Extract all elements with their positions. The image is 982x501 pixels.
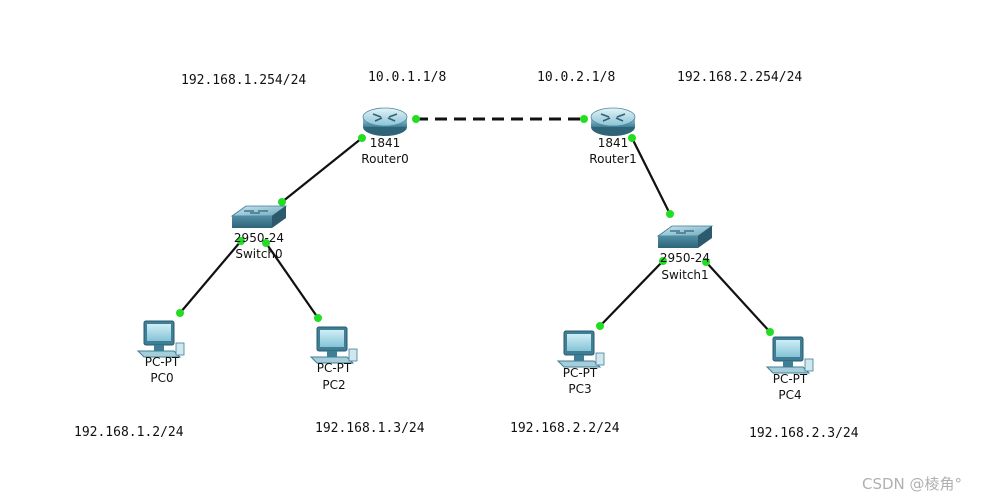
port-light: [412, 115, 420, 123]
port-light: [702, 258, 710, 266]
port-light: [628, 134, 636, 142]
router1-device[interactable]: 1841 Router1: [589, 107, 637, 166]
switch-icon: [657, 225, 713, 249]
link-router1-switch1[interactable]: [631, 137, 671, 215]
port-light: [659, 257, 667, 265]
ip-label-pc2: 192.168.1.3/24: [315, 421, 425, 436]
ip-label-router0-lan: 192.168.1.254/24: [181, 73, 306, 88]
ip-label-router0-wan: 10.0.1.1/8: [368, 70, 446, 85]
pc3-device[interactable]: PC-PT PC3: [557, 330, 605, 396]
switch1-model: 2950-24: [660, 251, 710, 265]
port-light: [666, 210, 674, 218]
pc2-device[interactable]: PC-PT PC2: [310, 326, 358, 392]
switch1-device[interactable]: 2950-24 Switch1: [657, 225, 713, 282]
pc-icon: [137, 320, 185, 358]
port-light: [358, 134, 366, 142]
link-switch1-pc4[interactable]: [705, 261, 771, 333]
pc4-name: PC4: [778, 388, 801, 402]
switch0-model: 2950-24: [234, 231, 284, 245]
link-switch0-pc0[interactable]: [179, 240, 242, 314]
port-light: [237, 237, 245, 245]
router1-name: Router1: [589, 152, 636, 166]
pc2-name: PC2: [322, 378, 345, 392]
ip-label-router1-wan: 10.0.2.1/8: [537, 70, 615, 85]
switch0-device[interactable]: 2950-24 Switch0: [231, 205, 287, 261]
switch-icon: [231, 205, 287, 229]
ip-label-pc4: 192.168.2.3/24: [749, 426, 859, 441]
router0-model: 1841: [370, 136, 401, 150]
pc4-model: PC-PT: [773, 372, 808, 386]
port-light: [766, 328, 774, 336]
switch1-name: Switch1: [661, 268, 708, 282]
switch0-name: Switch0: [235, 247, 282, 261]
pc0-device[interactable]: PC-PT PC0: [137, 320, 185, 385]
pc0-model: PC-PT: [145, 355, 180, 369]
ip-label-pc3: 192.168.2.2/24: [510, 421, 620, 436]
pc-icon: [766, 336, 814, 374]
port-light: [176, 309, 184, 317]
pc3-model: PC-PT: [563, 366, 598, 380]
pc-icon: [557, 330, 605, 368]
port-light: [278, 198, 286, 206]
pc2-model: PC-PT: [317, 361, 352, 375]
router-icon: [362, 107, 408, 137]
pc3-name: PC3: [568, 382, 591, 396]
ip-label-router1-lan: 192.168.2.254/24: [677, 70, 802, 85]
pc0-name: PC0: [150, 371, 173, 385]
link-switch1-pc3[interactable]: [599, 260, 664, 327]
port-light: [262, 239, 270, 247]
link-router0-switch0[interactable]: [281, 137, 363, 203]
pc4-device[interactable]: PC-PT PC4: [766, 336, 814, 402]
port-light: [580, 115, 588, 123]
port-light: [314, 314, 322, 322]
router-icon: [590, 107, 636, 137]
port-light: [596, 322, 604, 330]
router0-device[interactable]: 1841 Router0: [361, 107, 409, 166]
link-switch0-pc2[interactable]: [265, 242, 319, 319]
router1-model: 1841: [598, 136, 629, 150]
port-indicators: [176, 115, 774, 336]
pc-icon: [310, 326, 358, 364]
watermark: CSDN @棱角°: [862, 475, 962, 493]
ip-label-pc0: 192.168.1.2/24: [74, 425, 184, 440]
router0-name: Router0: [361, 152, 408, 166]
